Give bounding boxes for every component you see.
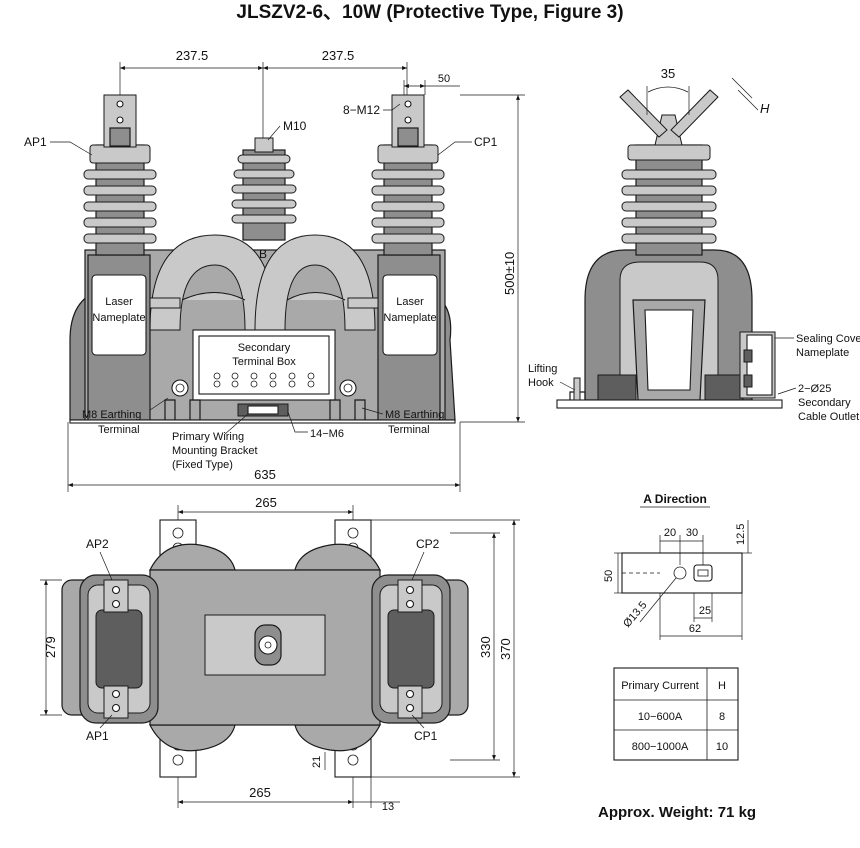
outlet-line3: Cable Outlet [798, 411, 859, 423]
label-14m6: 14−M6 [310, 428, 344, 440]
dim-25: 25 [699, 605, 711, 617]
dim-hole-13-5: Ø13.5 [621, 599, 649, 630]
right-insulator [371, 94, 445, 256]
sealing-line2: Nameplate [796, 347, 849, 359]
dim-370: 370 [498, 638, 513, 660]
lifting-line1: Lifting [528, 363, 557, 375]
label-b: B [259, 247, 267, 261]
outlet-line1: 2−Ø25 [798, 383, 831, 395]
dim-50-a: 50 [603, 570, 615, 582]
a-direction-detail: A Direction 20 30 12.5 50 Ø13.5 25 [603, 492, 752, 640]
top-left-terminal [79, 574, 159, 724]
terminal-screws [213, 372, 315, 388]
side-view: 35 H Sealing Cover Nameplate Lifting Hoo… [528, 66, 860, 423]
top-right-terminal [371, 574, 451, 724]
label-cp1-top: CP1 [414, 729, 438, 743]
current-table: Primary Current H 10−600A 8 800−1000A 10 [613, 667, 739, 761]
dim-62: 62 [689, 623, 701, 635]
center-insulator: B [231, 137, 297, 261]
label-m10: M10 [283, 119, 307, 133]
earth-left-line1: M8 Earthing [82, 409, 141, 421]
nameplate-left-line2: Nameplate [92, 312, 145, 324]
approx-weight: Approx. Weight: 71 kg [598, 804, 756, 821]
dim-265-bottom: 265 [249, 785, 271, 800]
nameplate-left-line1: Laser [105, 296, 133, 308]
dim-35: 35 [661, 66, 675, 81]
top-view: 265 265 13 21 279 330 370 AP2 CP2 AP1 [40, 495, 520, 813]
dim-left-237: 237.5 [176, 48, 209, 63]
dim-265-top: 265 [255, 495, 277, 510]
dim-total-635: 635 [254, 467, 276, 482]
nameplate-right-line1: Laser [396, 296, 424, 308]
table-header-current: Primary Current [621, 680, 699, 692]
table-cell-row2-h: 10 [716, 741, 728, 753]
earth-right-line2: Terminal [388, 424, 430, 436]
dim-21: 21 [311, 756, 323, 768]
label-ap1-top: AP1 [86, 729, 109, 743]
sealing-line1: Sealing Cover [796, 333, 860, 345]
page-title: JLSZV2-6、10W (Protective Type, Figure 3) [236, 2, 623, 23]
front-view: 237.5 237.5 50 Laser Nameplate Laser Nam… [24, 48, 525, 492]
table-cell-row2-current: 800−1000A [632, 741, 689, 753]
dim-279: 279 [43, 636, 58, 658]
lifting-line2: Hook [528, 377, 554, 389]
dim-13: 13 [382, 801, 394, 813]
dim-right-237: 237.5 [322, 48, 355, 63]
nameplate-right-line2: Nameplate [383, 312, 436, 324]
label-cp1-front: CP1 [474, 135, 498, 149]
table-cell-row1-h: 8 [719, 711, 725, 723]
terminal-box-line2: Terminal Box [232, 356, 296, 368]
dim-50-front: 50 [438, 73, 450, 85]
earth-left-line2: Terminal [98, 424, 140, 436]
table-cell-row1-current: 10−600A [638, 711, 683, 723]
dim-12-5: 12.5 [735, 524, 747, 545]
dim-height-500: 500±10 [502, 252, 517, 295]
label-ap2: AP2 [86, 537, 109, 551]
outlet-line2: Secondary [798, 397, 851, 409]
bracket-line2: Mounting Bracket [172, 445, 258, 457]
label-8m12: 8−M12 [343, 103, 380, 117]
bracket-line1: Primary Wiring [172, 431, 244, 443]
label-cp2: CP2 [416, 537, 440, 551]
bracket-line3: (Fixed Type) [172, 459, 233, 471]
left-insulator [83, 94, 157, 256]
dim-330: 330 [478, 636, 493, 658]
dim-20: 20 [664, 527, 676, 539]
label-h: H [760, 101, 770, 116]
a-direction-title: A Direction [643, 492, 707, 506]
label-ap1-front: AP1 [24, 135, 47, 149]
terminal-box-line1: Secondary [238, 342, 291, 354]
table-header-h: H [718, 680, 726, 692]
earth-right-line1: M8 Earthing [385, 409, 444, 421]
dim-30: 30 [686, 527, 698, 539]
